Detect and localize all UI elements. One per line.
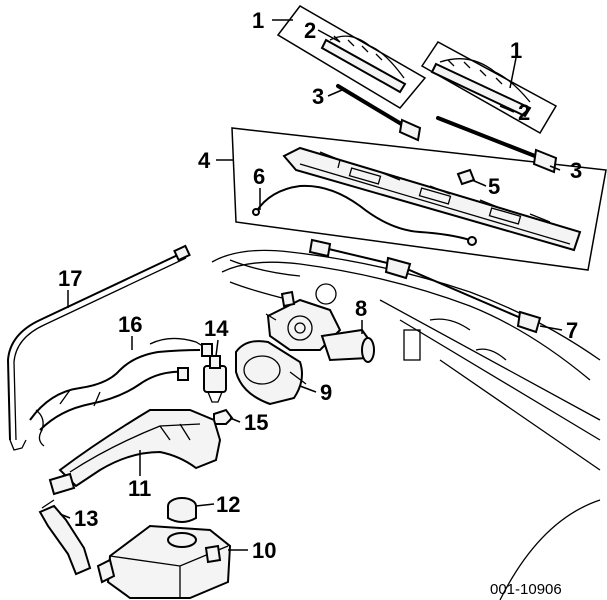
cowl-panel (282, 146, 582, 252)
callout-5: 5 (488, 174, 500, 199)
reservoir-cap (167, 497, 197, 523)
reservoir-shield (48, 409, 222, 496)
callout-11: 11 (128, 476, 151, 501)
wiper-blade-right (430, 58, 532, 118)
callout-3-left: 3 (312, 84, 324, 109)
callout-1-left: 1 (252, 8, 264, 33)
wiper-motor (261, 290, 375, 363)
cowl-assembly-box (231, 127, 607, 271)
callout-14: 14 (204, 316, 229, 341)
wiper-arm-right (436, 116, 558, 174)
callout-9: 9 (320, 380, 332, 405)
callout-12: 12 (216, 492, 240, 517)
cowl-clip (456, 168, 476, 186)
callout-6: 6 (253, 164, 265, 189)
callout-7: 7 (566, 318, 578, 343)
vehicle-body-outline (211, 249, 601, 600)
wiper-arm-left (336, 84, 422, 142)
callout-16: 16 (118, 312, 142, 337)
wiper-motor-cover (235, 340, 307, 406)
leader-lines (59, 19, 563, 551)
washer-tube (6, 244, 191, 451)
callout-8: 8 (355, 296, 367, 321)
callout-4: 4 (198, 148, 211, 173)
callout-2-left: 2 (304, 18, 316, 43)
wiper-blade-box-right (420, 41, 558, 135)
wiper-blade-left (320, 35, 407, 94)
callout-15: 15 (244, 410, 268, 435)
callout-17: 17 (58, 266, 82, 291)
reservoir-filler-hose (38, 499, 92, 576)
callout-10: 10 (252, 538, 276, 563)
washer-hose-upper (252, 184, 477, 246)
callout-13: 13 (74, 506, 98, 531)
wiper-linkage (308, 238, 542, 334)
callout-1-right: 1 (510, 38, 522, 63)
washer-reservoir (96, 524, 232, 599)
wiper-blade-box-left (276, 5, 427, 109)
diagram-reference-number: 001-10906 (490, 581, 562, 598)
washer-hose-lower (29, 337, 213, 431)
washer-pump (203, 355, 227, 403)
pump-grommet (213, 408, 234, 425)
callout-3-right: 3 (570, 158, 582, 183)
callout-2-right: 2 (518, 100, 530, 125)
